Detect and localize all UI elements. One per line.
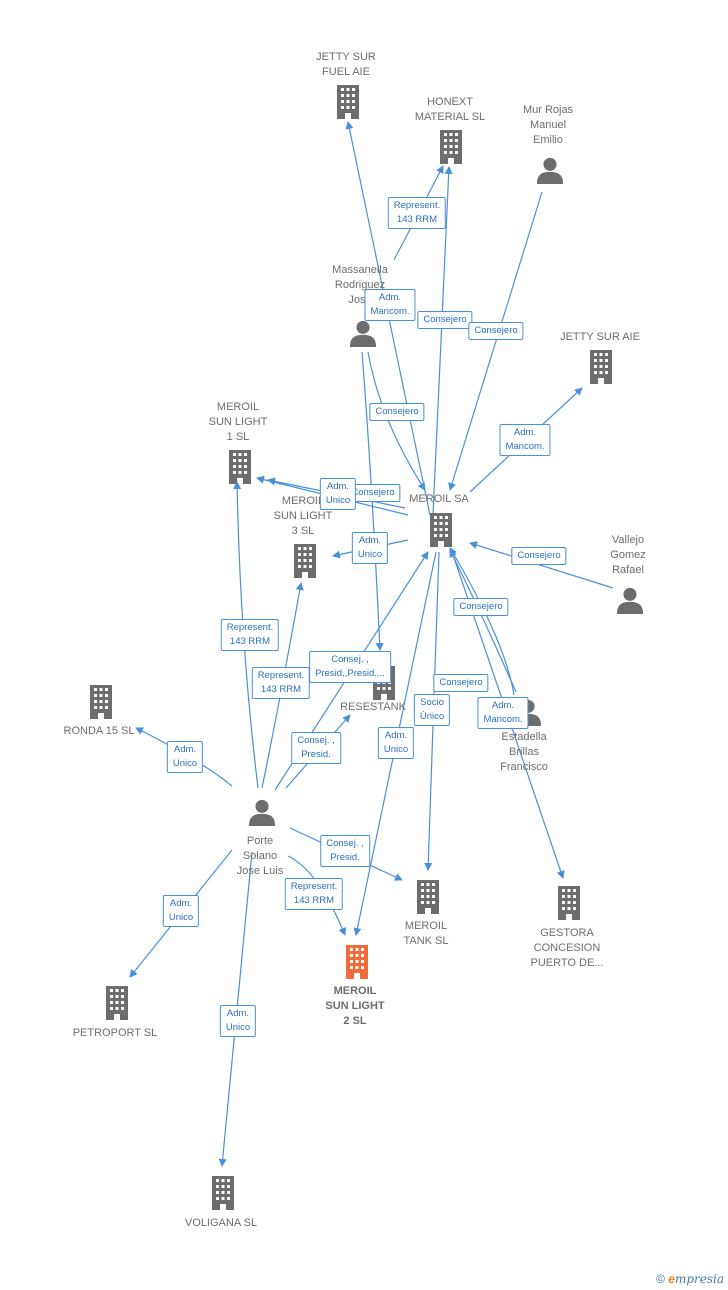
node-label-resestank[interactable]: RESESTANK xyxy=(340,701,406,713)
node-label-voligana[interactable]: VOLIGANA SL xyxy=(184,1217,258,1229)
node-label-meroil_sl1[interactable]: MEROIL SUN LIGHT 1 SL xyxy=(208,401,268,443)
edge-label-porte-meroil_sa: Consej. , Presid.,Presid.... xyxy=(309,651,391,683)
edge-label-meroil_sa-jetty_sur: Adm. Mancom. xyxy=(499,424,551,456)
building-icon-meroil_tank[interactable] xyxy=(417,880,439,914)
building-icon-voligana[interactable] xyxy=(212,1176,234,1210)
edge-label-meroil_sa-meroil_sl3: Adm. Unico xyxy=(351,532,389,564)
node-label-jetty_sur[interactable]: JETTY SUR AIE xyxy=(560,331,640,343)
copyright-symbol: © xyxy=(656,1272,665,1286)
node-label-meroil_sl3[interactable]: MEROIL SUN LIGHT 3 SL xyxy=(273,495,333,537)
building-icon-meroil_sa[interactable] xyxy=(430,513,452,547)
edge-label-vallejo-meroil_sa: Consejero xyxy=(511,547,567,565)
edge-label-meroil_sa-gestora: Adm. Mancom. xyxy=(477,697,529,729)
brand-name: mpresia xyxy=(674,1272,724,1286)
edge-label-estadella-meroil_sa: Consejero xyxy=(453,598,509,616)
person-icon-massanella[interactable] xyxy=(349,320,377,347)
building-icon-jetty_sur[interactable] xyxy=(590,350,612,384)
edge-label-estadella-meroil_sa: Consejero xyxy=(433,674,489,692)
node-label-porte[interactable]: Porte Solano Jose Luis xyxy=(236,835,284,877)
edge-label-porte-ronda: Adm. Unico xyxy=(166,741,204,773)
node-label-meroil_tank[interactable]: MEROIL TANK SL xyxy=(403,920,449,947)
edge-mur-meroil_sa xyxy=(448,191,543,491)
node-label-gestora[interactable]: GESTORA CONCESION PUERTO DE... xyxy=(530,927,604,969)
edge-label-massanella-meroil_sa: Consejero xyxy=(369,403,425,421)
node-label-petroport[interactable]: PETROPORT SL xyxy=(72,1027,158,1039)
node-label-jetty_fuel[interactable]: JETTY SUR FUEL AIE xyxy=(316,51,376,78)
edge-massanella-meroil_sa xyxy=(367,351,426,491)
edge-label-meroil_sa-jetty_fuel: Adm. Mancom. xyxy=(364,289,416,321)
edge-label-meroil_sa-meroil_sl1: Adm. Unico xyxy=(319,478,357,510)
edge-vallejo-meroil_sa xyxy=(469,541,614,589)
edge-label-meroil_sa-meroil_sl2: Adm. Unico xyxy=(377,727,415,759)
building-icon-petroport[interactable] xyxy=(106,986,128,1020)
edge-label-mur-meroil_sa: Consejero xyxy=(468,322,524,340)
node-label-mur[interactable]: Mur Rojas Manuel Emilio xyxy=(522,104,574,146)
brand-letter: e xyxy=(668,1272,675,1286)
edge-label-porte-meroil_sl2: Represent. 143 RRM xyxy=(284,878,344,910)
node-label-meroil_sa[interactable]: MEROIL SA xyxy=(409,493,469,505)
edge-meroil_sa-honext xyxy=(432,166,453,516)
building-icon-honext[interactable] xyxy=(440,130,462,164)
node-label-meroil_sl2[interactable]: MEROIL SUN LIGHT 2 SL xyxy=(325,985,385,1027)
node-label-honext[interactable]: HONEXT MATERIAL SL xyxy=(414,96,486,123)
edge-label-porte-petroport: Adm. Unico xyxy=(162,895,200,927)
person-icon-mur[interactable] xyxy=(536,157,564,184)
edge-label-meroil_sa-honext: Consejero xyxy=(417,311,473,329)
empresia-logo: © empresia xyxy=(656,1272,724,1286)
edge-label-porte-meroil_tank: Consej. , Presid. xyxy=(320,835,370,867)
edge-label-porte-resestank: Consej. , Presid. xyxy=(291,732,341,764)
building-icon-meroil_sl2[interactable] xyxy=(346,945,368,979)
node-label-ronda[interactable]: RONDA 15 SL xyxy=(63,725,135,737)
edge-label-meroil_sa-meroil_tank: Socio Único xyxy=(413,694,451,726)
building-icon-meroil_sl3[interactable] xyxy=(294,544,316,578)
node-label-estadella[interactable]: Estadella Brillas Francisco xyxy=(500,731,548,773)
edge-label-massanella-honext: Represent. 143 RRM xyxy=(387,197,447,229)
edge-label-porte-meroil_sl1: Represent. 143 RRM xyxy=(220,619,280,651)
edge-label-porte-voligana: Adm. Unico xyxy=(219,1005,257,1037)
building-icon-gestora[interactable] xyxy=(558,886,580,920)
person-icon-vallejo[interactable] xyxy=(616,587,644,614)
building-icon-jetty_fuel[interactable] xyxy=(337,85,359,119)
node-label-vallejo[interactable]: Vallejo Gomez Rafael xyxy=(610,534,646,576)
edge-estadella-meroil_sa xyxy=(449,549,517,693)
building-icon-meroil_sl1[interactable] xyxy=(229,450,251,484)
node-label-massanella[interactable]: Massanella Rodriguez Jose xyxy=(332,264,388,306)
edge-label-porte-meroil_sl3: Represent. 143 RRM xyxy=(251,667,311,699)
person-icon-porte[interactable] xyxy=(248,799,276,826)
building-icon-ronda[interactable] xyxy=(90,685,112,719)
